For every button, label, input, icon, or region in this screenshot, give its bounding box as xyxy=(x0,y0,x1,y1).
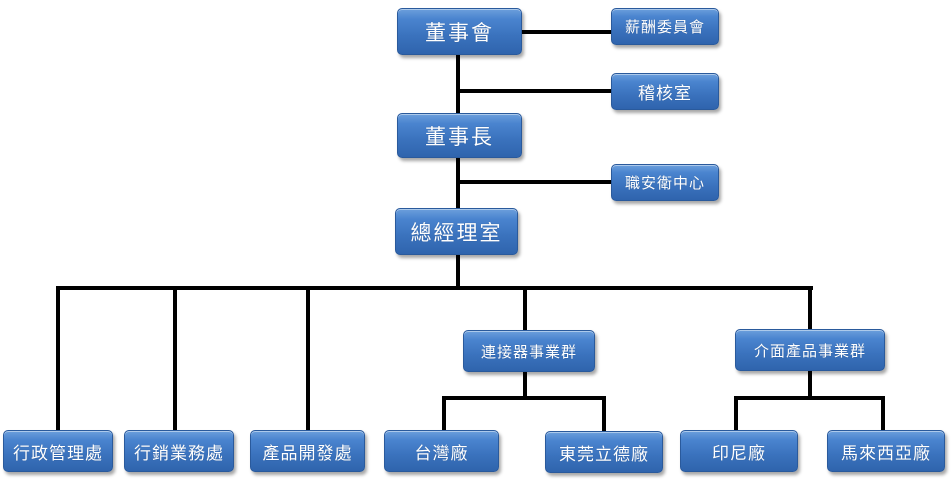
node-label: 稽核室 xyxy=(638,84,692,104)
node-label: 台灣廠 xyxy=(414,443,469,464)
node-taiwan-plant[interactable]: 台灣廠 xyxy=(384,430,499,472)
node-dongguan-plant[interactable]: 東莞立德廠 xyxy=(545,431,663,473)
node-label: 薪酬委員會 xyxy=(624,18,705,36)
node-label: 連接器事業群 xyxy=(480,342,577,361)
node-product-dev-division[interactable]: 產品開發處 xyxy=(250,430,365,472)
node-label: 介面產品事業群 xyxy=(753,341,866,360)
node-label: 行政管理處 xyxy=(13,443,103,464)
node-label: 馬來西亞廠 xyxy=(841,443,931,464)
node-malaysia-plant[interactable]: 馬來西亞廠 xyxy=(827,430,945,472)
node-label: 東莞立德廠 xyxy=(559,444,649,465)
node-label: 行銷業務處 xyxy=(134,443,224,464)
node-label: 職安衛中心 xyxy=(624,174,705,192)
node-ehs-center[interactable]: 職安衛中心 xyxy=(611,164,719,201)
node-president-office[interactable]: 總經理室 xyxy=(395,208,518,255)
node-board[interactable]: 董事會 xyxy=(397,8,522,55)
node-connector-bg[interactable]: 連接器事業群 xyxy=(463,330,595,372)
node-admin-division[interactable]: 行政管理處 xyxy=(3,430,113,472)
node-sales-division[interactable]: 行銷業務處 xyxy=(124,430,234,472)
node-interface-bg[interactable]: 介面產品事業群 xyxy=(735,329,885,371)
node-indonesia-plant[interactable]: 印尼廠 xyxy=(680,430,798,472)
node-label: 產品開發處 xyxy=(262,443,353,464)
node-label: 總經理室 xyxy=(410,220,503,245)
node-label: 印尼廠 xyxy=(712,443,766,464)
node-audit-office[interactable]: 稽核室 xyxy=(611,73,719,110)
node-label: 董事長 xyxy=(425,124,494,149)
node-compensation-committee[interactable]: 薪酬委員會 xyxy=(611,8,719,45)
node-chairman[interactable]: 董事長 xyxy=(397,113,522,158)
node-label: 董事會 xyxy=(425,20,494,45)
